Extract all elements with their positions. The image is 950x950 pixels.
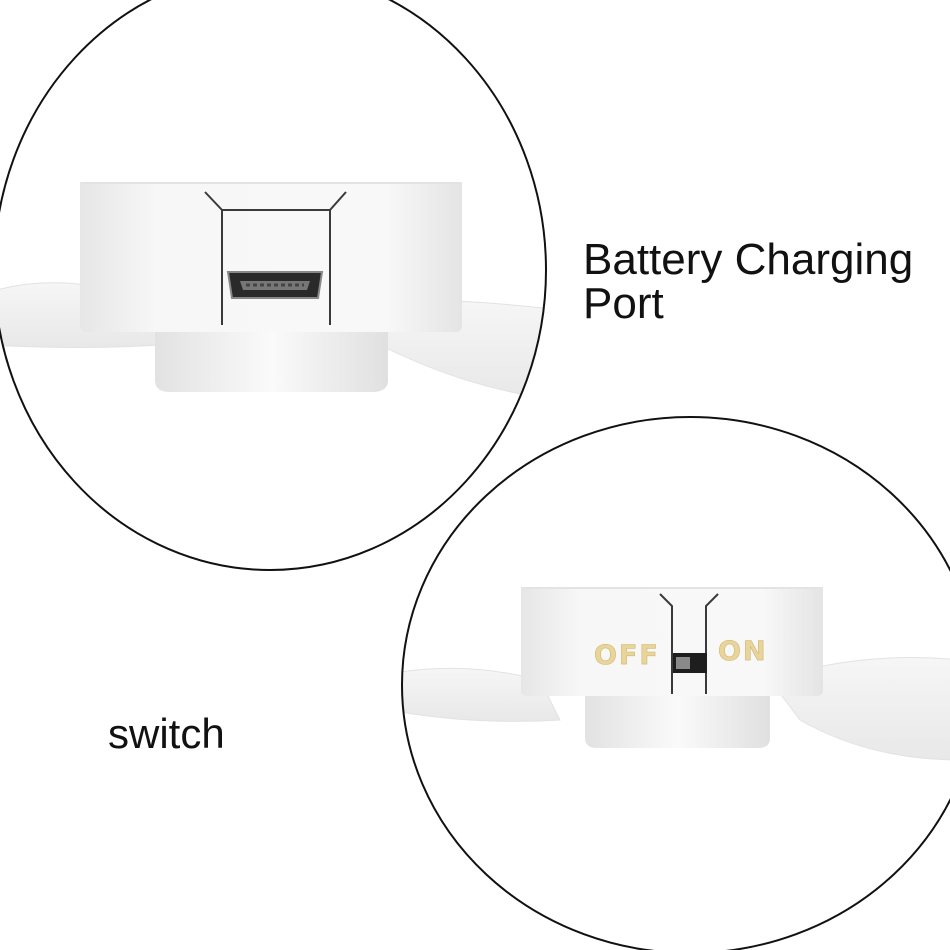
bottom-zoom-circle xyxy=(401,416,950,950)
switch-on-label: ON xyxy=(718,636,768,667)
caption-line-1: Battery Charging xyxy=(583,235,914,284)
micro-usb-port-icon xyxy=(226,271,324,299)
switch-off-label: OFF xyxy=(594,640,660,671)
switch-caption: switch xyxy=(108,710,225,757)
slide-switch-icon xyxy=(673,653,707,673)
charging-port-closeup xyxy=(0,182,546,401)
caption-line-2: Port xyxy=(583,279,664,328)
switch-closeup xyxy=(402,587,950,761)
charging-port-caption: Battery Charging Port xyxy=(583,238,913,326)
top-zoom-circle xyxy=(0,0,547,571)
